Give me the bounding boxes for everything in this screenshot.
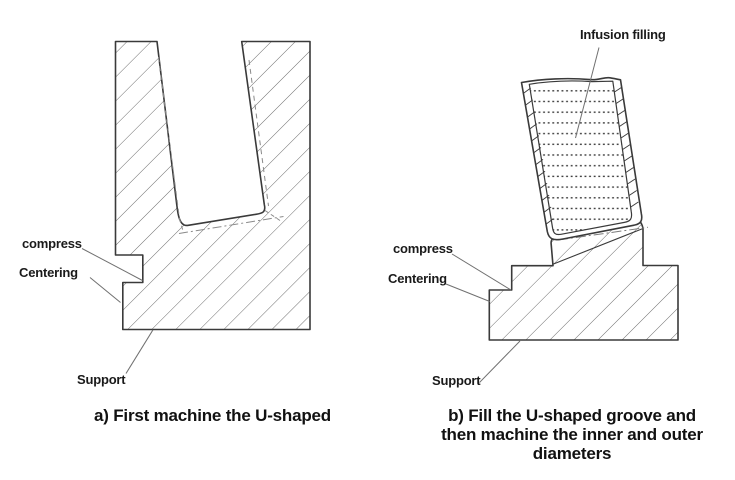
centering-leader	[89, 277, 121, 303]
caption-a: a) First machine the U-shaped	[30, 406, 395, 425]
label-infusion-b: Infusion filling	[580, 27, 666, 42]
support-leader	[479, 340, 521, 383]
label-compress-b: compress	[393, 241, 453, 256]
seat-edge	[553, 227, 644, 265]
infusion-leader	[575, 47, 600, 139]
panel-a-drawing	[81, 40, 311, 374]
ring-wall-ticks	[523, 86, 639, 225]
panel-a-leaders	[81, 248, 154, 374]
centering-leader	[445, 283, 490, 302]
label-centering-b: Centering	[388, 271, 447, 286]
compress-leader	[81, 248, 143, 281]
label-support-a: Support	[77, 372, 126, 387]
blank-cross-section	[114, 40, 311, 331]
caption-a-text: a) First machine the U-shaped	[94, 406, 331, 425]
caption-b-line1: b) Fill the U-shaped groove and	[448, 406, 696, 425]
panel-b-drawing	[445, 47, 679, 383]
label-centering-a: Centering	[19, 265, 78, 280]
compress-leader	[451, 253, 512, 291]
caption-b-line2: then machine the inner and outer	[441, 425, 703, 444]
panel-b-leaders	[445, 47, 600, 383]
caption-b: b) Fill the U-shaped groove and then mac…	[408, 406, 735, 463]
label-support-b: Support	[432, 373, 481, 388]
centre-dash-dot	[557, 226, 649, 241]
label-compress-a: compress	[22, 236, 82, 251]
caption-b-line3: diameters	[532, 444, 612, 463]
final-profile-dashed	[158, 56, 284, 234]
support-leader	[125, 329, 154, 374]
infusion-filling-region	[528, 80, 633, 236]
